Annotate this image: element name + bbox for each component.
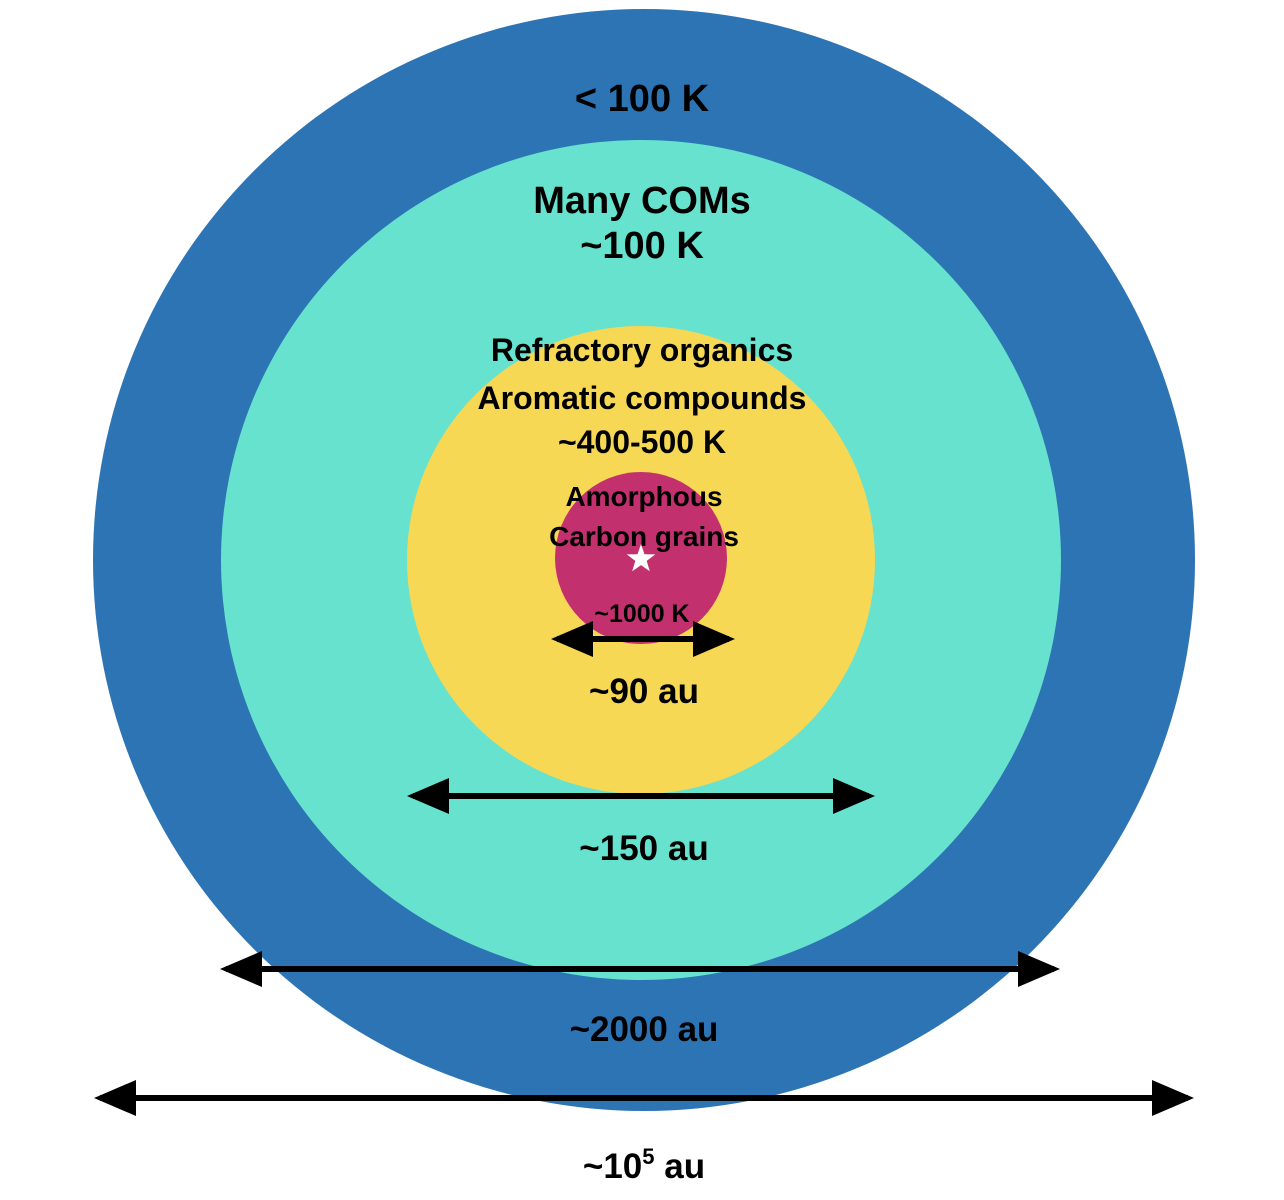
refractory-temperature-label: ~400-500 K bbox=[558, 424, 726, 460]
com-species-label: Many COMs bbox=[533, 180, 750, 222]
refractory-diameter-label: ~150 au bbox=[579, 829, 708, 868]
refractory-species-label-2: Aromatic compounds bbox=[478, 380, 807, 416]
core-diameter-label: ~90 au bbox=[589, 672, 699, 711]
com-temperature-label: ~100 K bbox=[580, 225, 704, 267]
com-diameter-label: ~2000 au bbox=[570, 1010, 719, 1049]
refractory-species-label-1: Refractory organics bbox=[491, 332, 793, 368]
envelope-diameter-suffix: au bbox=[655, 1147, 706, 1186]
envelope-diameter-prefix: ~10 bbox=[583, 1147, 642, 1186]
core-species-label-1: Amorphous bbox=[565, 481, 722, 512]
outer-temperature-label: < 100 K bbox=[575, 78, 710, 120]
star-icon bbox=[626, 544, 656, 572]
core-temperature-label: ~1000 K bbox=[594, 600, 689, 628]
core-species-label-2: Carbon grains bbox=[549, 521, 739, 552]
envelope-diameter-exponent: 5 bbox=[642, 1144, 654, 1169]
envelope-diameter-label: ~105 au bbox=[583, 1144, 705, 1186]
